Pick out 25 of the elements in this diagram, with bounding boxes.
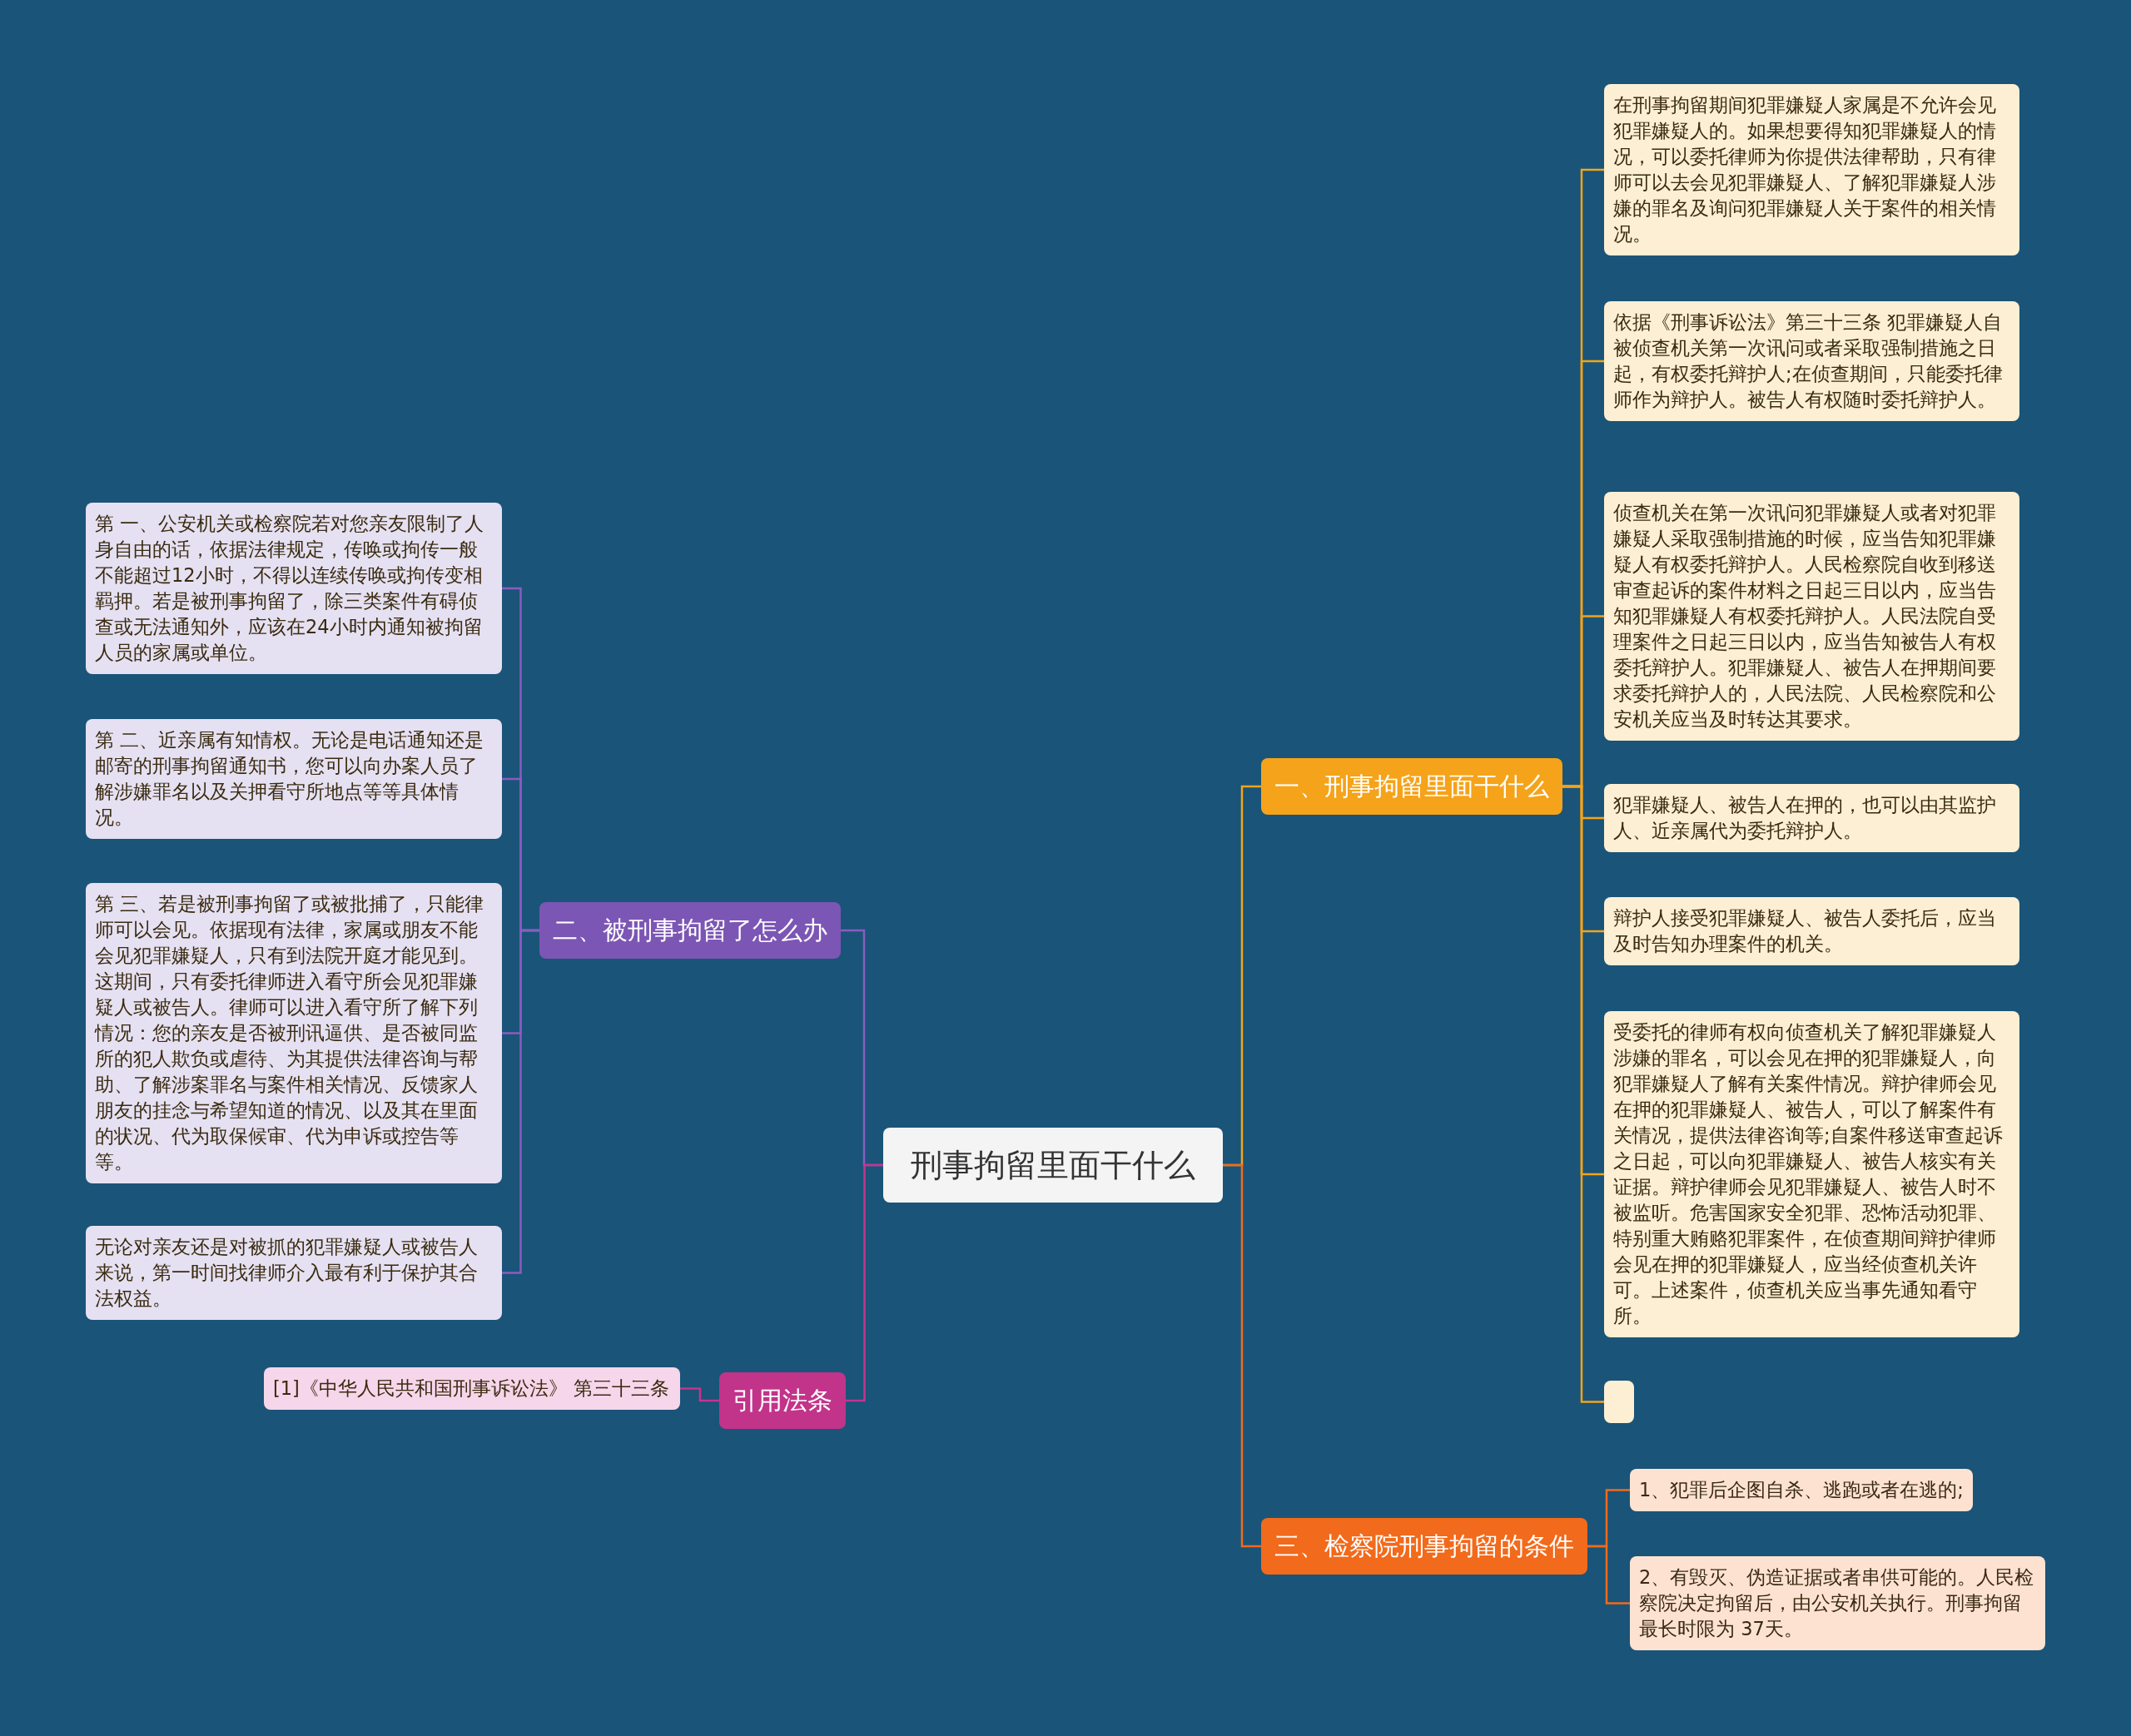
connector-line (502, 929, 539, 1274)
branch-topic-box: 二、被刑事拘留了怎么办 (539, 902, 841, 959)
subtopic-card: 无论对亲友还是对被抓的犯罪嫌疑人或被告人来说，第一时间找律师介入最有利于保护其合法权益。 (86, 1226, 502, 1320)
subtopic-card: 辩护人接受犯罪嫌疑人、被告人委托后，应当及时告知办理案件的机关。 (1604, 897, 2019, 965)
subtopic-card: 在刑事拘留期间犯罪嫌疑人家属是不允许会见犯罪嫌疑人的。如果想要得知犯罪嫌疑人的情况，可以委托律师为你提供法律帮助，只有律师可以去会见犯罪嫌疑人、了解犯罪嫌疑人涉嫌的罪名及询问犯罪嫌疑人关于案件的相关情况。 (1604, 84, 2019, 255)
branch-topic-box: 三、检察院刑事拘留的条件 (1261, 1518, 1587, 1575)
connector-line (1587, 1545, 1630, 1605)
subtopic-card: 侦查机关在第一次讯问犯罪嫌疑人或者对犯罪嫌疑人采取强制措施的时候，应当告知犯罪嫌疑人有权委托辩护人。人民检察院自收到移送审查起诉的案件材料之日起三日以内，应当告知犯罪嫌疑人有权委托辩护人。人民法院自受理案件之日起三日以内，应当告知被告人有权委托辩护人。犯罪嫌疑人、被告人在押期间要求委托辩护人的，人民法院、人民检察院和公安机关应当及时转达其要求。 (1604, 492, 2019, 741)
subtopic-card: 2、有毁灭、伪造证据或者串供可能的。人民检察院决定拘留后，由公安机关执行。刑事拘留最长时限为 37天。 (1630, 1556, 2045, 1650)
branch-topic-box: 引用法条 (719, 1372, 846, 1429)
branch-topic-box: 一、刑事拘留里面干什么 (1261, 758, 1562, 815)
empty-box (1604, 1381, 1634, 1423)
central-topic-box: 刑事拘留里面干什么 (883, 1128, 1223, 1203)
connector-line (1223, 1163, 1261, 1548)
subtopic-card: 受委托的律师有权向侦查机关了解犯罪嫌疑人涉嫌的罪名，可以会见在押的犯罪嫌疑人，向犯罪嫌疑人了解有关案件情况。辩护律师会见在押的犯罪嫌疑人、被告人，可以了解案件有关情况，提供法律咨询等;自案件移送审查起诉之日起，可以向犯罪嫌疑人、被告人核实有关证据。辩护律师会见犯罪嫌疑人、被告人时不被监听。危害国家安全犯罪、恐怖活动犯罪、特别重大贿赂犯罪案件，在侦查期间辩护律师会见在押的犯罪嫌疑人，应当经侦查机关许可。上述案件，侦查机关应当事先通知看守所。 (1604, 1011, 2019, 1337)
connector-line (846, 1163, 883, 1402)
subtopic-card: 第 一、公安机关或检察院若对您亲友限制了人身自由的话，依据法律规定，传唤或拘传一般不能超过12小时，不得以连续传唤或拘传变相羁押。若是被刑事拘留了，除三类案件有碍侦查或无法通知外，应该在24小时内通知被拘留人员的家属或单位。 (86, 503, 502, 674)
connector-line (1562, 785, 1604, 1403)
subtopic-card: 依据《刑事诉讼法》第三十三条 犯罪嫌疑人自被侦查机关第一次讯问或者采取强制措施之日起，有权委托辩护人;在侦查期间，只能委托律师作为辩护人。被告人有权随时委托辩护人。 (1604, 301, 2019, 421)
subtopic-card: 1、犯罪后企图自杀、逃跑或者在逃的; (1630, 1469, 1973, 1511)
subtopic-card: 第 二、近亲属有知情权。无论是电话通知还是邮寄的刑事拘留通知书，您可以向办案人员了解涉嫌罪名以及关押看守所地点等等具体情况。 (86, 719, 502, 839)
subtopic-card: 犯罪嫌疑人、被告人在押的，也可以由其监护人、近亲属代为委托辩护人。 (1604, 784, 2019, 852)
subtopic-card: [1]《中华人民共和国刑事诉讼法》 第三十三条 (264, 1367, 680, 1410)
connector-line (680, 1387, 719, 1402)
subtopic-card: 第 三、若是被刑事拘留了或被批捕了，只能律师可以会见。依据现有法律，家属或朋友不能会见犯罪嫌疑人，只有到法院开庭才能见到。这期间，只有委托律师进入看守所会见犯罪嫌疑人或被告人。律师可以进入看守所了解下列情况：您的亲友是否被刑讯逼供、是否被同监所的犯人欺负或虐待、为其提供法律咨询与帮助、了解涉案罪名与案件相关情况、反馈家人朋友的挂念与希望知道的情况、以及其在里面的状况、代为取保候审、代为申诉或控告等等。 (86, 883, 502, 1183)
